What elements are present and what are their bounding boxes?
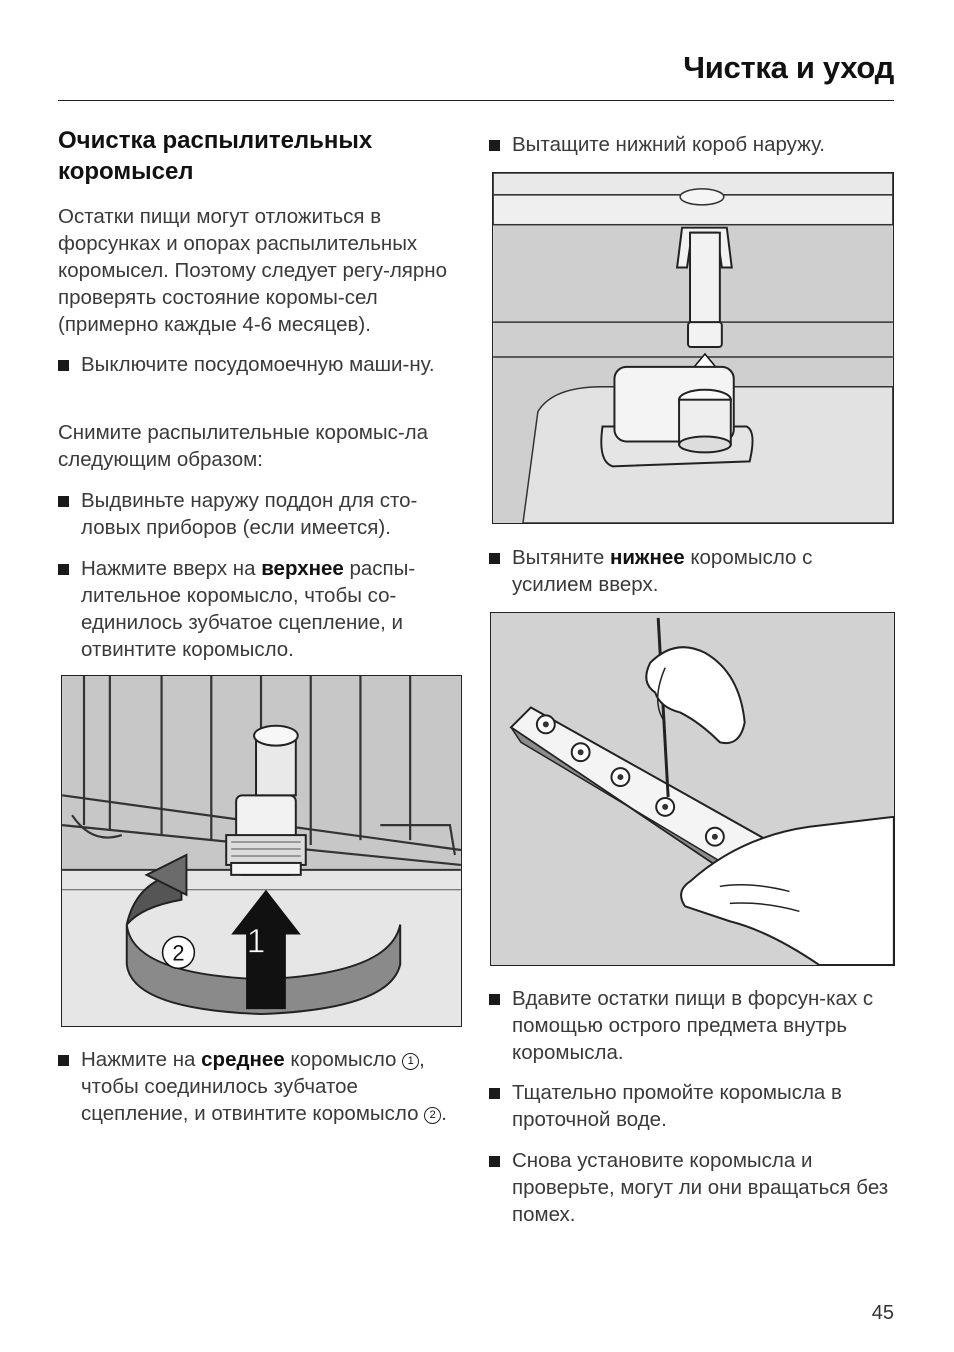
- step-lower-arm-pre: Вытяните: [512, 546, 610, 569]
- bullet-square-icon: [58, 564, 69, 575]
- step-cutlery-tray-text: Выдвиньте наружу поддон для сто-ловых пр…: [81, 489, 418, 539]
- step-upper-arm-pre: Нажмите вверх на: [81, 557, 262, 580]
- bullet-square-icon: [489, 553, 500, 564]
- figure-label-2: 2: [172, 940, 184, 965]
- step-lower-arm-bold: нижнее: [609, 546, 685, 569]
- step-lower-arm: Вытяните нижнее коромысло с усилием ввер…: [489, 544, 897, 598]
- page-header-title: Чистка и уход: [683, 50, 894, 85]
- step-rinse: Тщательно промойте коромысла в проточной…: [489, 1079, 897, 1133]
- page-number: 45: [871, 1302, 894, 1324]
- step-lower-basket-text: Вытащите нижний короб наружу.: [512, 133, 825, 156]
- step-power-off-text: Выключите посудомоечную маши-ну.: [81, 353, 435, 376]
- step-lower-arm-post: коромысло с усилием вверх.: [512, 546, 813, 596]
- middle-spray-arm-illustration: 2 1: [62, 676, 461, 1026]
- bullet-square-icon: [489, 1156, 500, 1167]
- bullet-square-icon: [489, 140, 500, 151]
- step-middle-arm-mid2: , чтобы соединилось зубчатое сцепление, …: [81, 1048, 425, 1125]
- step-upper-arm-bold: верхнее: [261, 557, 344, 580]
- figure-cleaning-nozzles: [490, 612, 895, 966]
- step-middle-arm: Нажмите на среднее коромысло 1, чтобы со…: [58, 1046, 466, 1127]
- circled-number-2: 2: [424, 1107, 442, 1124]
- step-power-off: Выключите посудомоечную маши-ну.: [58, 351, 466, 378]
- step-upper-arm: Нажмите вверх на верхнее распы-лительное…: [58, 555, 466, 663]
- step-refit: Снова установите коромысла и проверьте, …: [489, 1147, 897, 1228]
- step-refit-text: Снова установите коромысла и проверьте, …: [512, 1149, 889, 1226]
- step-middle-arm-mid1: коромысло: [284, 1048, 403, 1071]
- figure-lower-spray-arm: [492, 172, 894, 524]
- remove-intro-paragraph: Снимите распылительные коромыс-ла следую…: [58, 421, 429, 471]
- step-rinse-text: Тщательно промойте коромысла в проточной…: [512, 1081, 842, 1131]
- step-middle-arm-pre: Нажмите на: [81, 1048, 202, 1071]
- step-push-residue-text: Вдавите остатки пищи в форсун-ках с помо…: [512, 987, 874, 1064]
- figure-label-1: 1: [247, 922, 266, 960]
- bullet-square-icon: [489, 994, 500, 1005]
- step-middle-arm-bold: среднее: [201, 1048, 285, 1071]
- figure-middle-spray-arm: 2 1: [61, 675, 462, 1027]
- bullet-square-icon: [489, 1088, 500, 1099]
- cleaning-nozzles-illustration: [491, 613, 894, 965]
- bullet-square-icon: [58, 360, 69, 371]
- step-cutlery-tray: Выдвиньте наружу поддон для сто-ловых пр…: [58, 487, 466, 541]
- step-middle-arm-post: .: [441, 1102, 447, 1125]
- lower-spray-arm-illustration: [493, 173, 893, 523]
- step-lower-basket: Вытащите нижний короб наружу.: [489, 131, 897, 158]
- section-heading: Очистка распылительных коромысел: [58, 127, 373, 185]
- bullet-square-icon: [58, 1055, 69, 1066]
- step-push-residue: Вдавите остатки пищи в форсун-ках с помо…: [489, 985, 897, 1066]
- circled-number-1: 1: [402, 1053, 420, 1070]
- step-upper-arm-post: распы-лительное коромысло, чтобы со-един…: [81, 557, 416, 661]
- intro-paragraph: Остатки пищи могут отложиться в форсунка…: [58, 205, 448, 336]
- bullet-square-icon: [58, 496, 69, 507]
- header-divider: [58, 100, 894, 101]
